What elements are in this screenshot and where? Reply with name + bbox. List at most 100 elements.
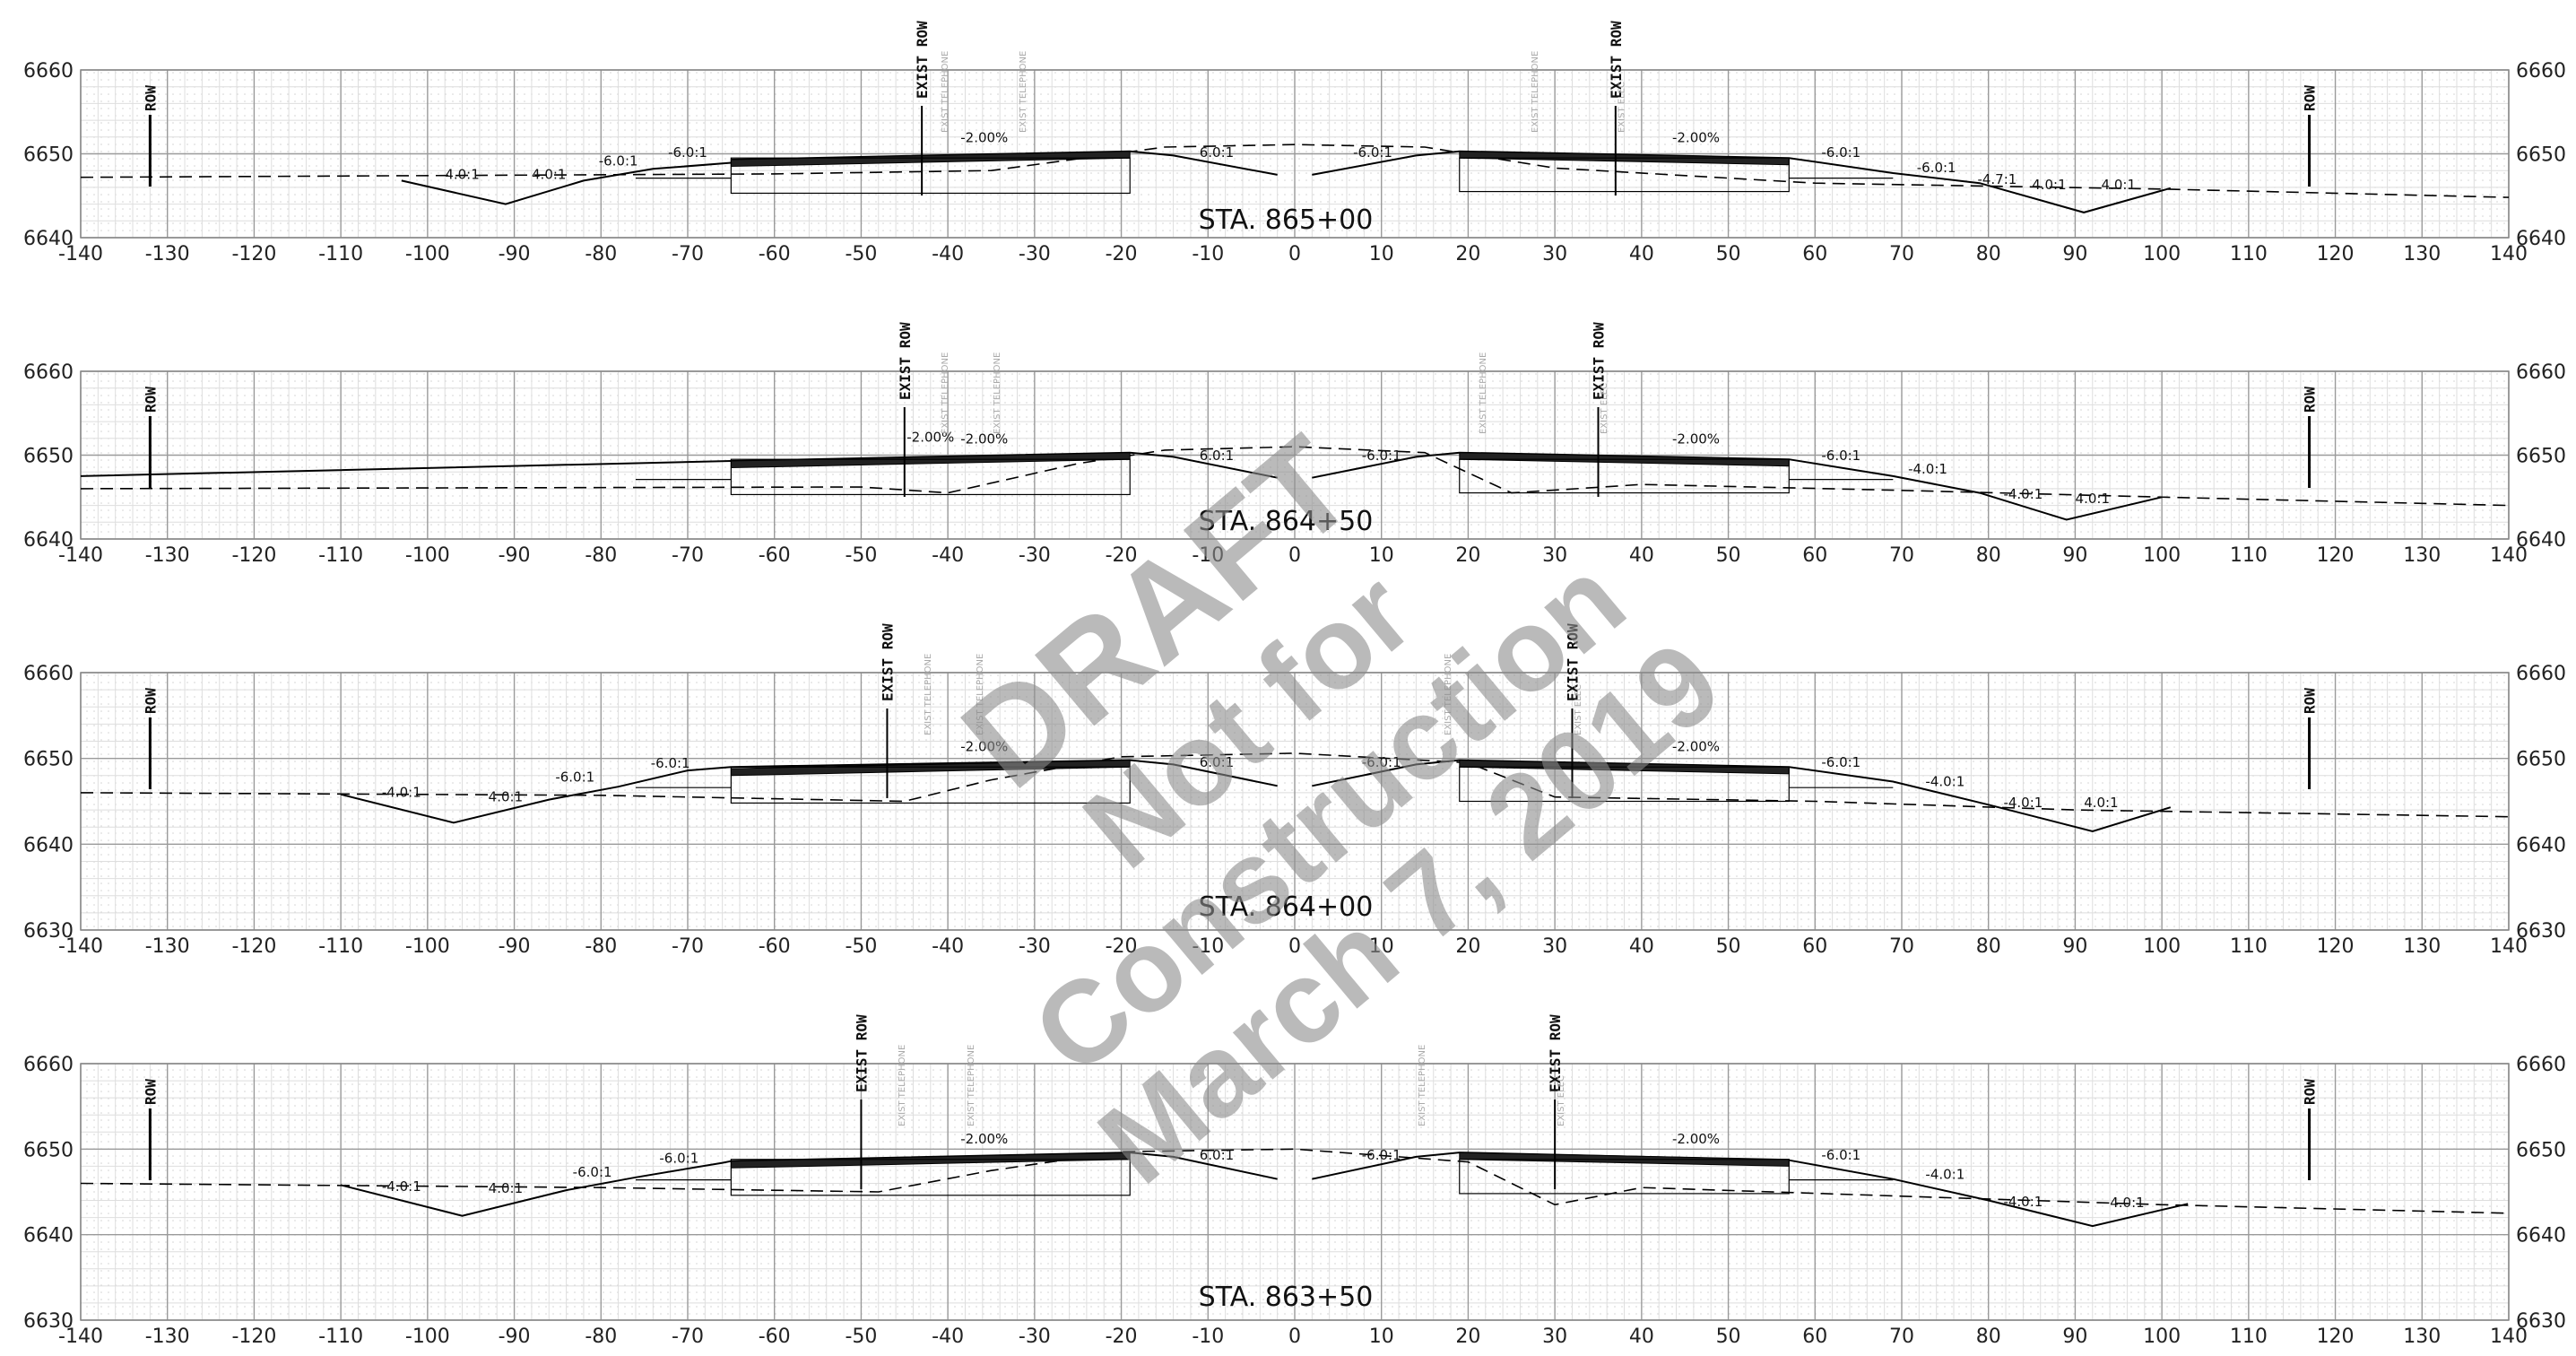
x-tick-label: -80 [585, 935, 617, 958]
x-tick-label: -70 [672, 1326, 704, 1348]
x-tick-label: -30 [1019, 544, 1051, 567]
slope-label: -4.0:1 [1925, 1167, 1965, 1183]
x-tick-label: 120 [2317, 935, 2355, 958]
x-tick-label: 120 [2317, 544, 2355, 567]
slope-label: -4.0:1 [382, 1178, 421, 1195]
slope-label: 6.0:1 [1200, 754, 1234, 770]
x-tick-label: -110 [318, 544, 363, 567]
cross-section-panels: -140-130-120-110-100-90-80-70-60-50-40-3… [23, 21, 2566, 1348]
cross-slope-label: -2.00% [960, 130, 1008, 146]
x-tick-label: 90 [2062, 1326, 2087, 1348]
y-tick-label-right: 6660 [2516, 663, 2566, 685]
x-tick-label: -110 [318, 243, 363, 265]
x-tick-label: -70 [672, 935, 704, 958]
x-tick-label: -10 [1192, 935, 1224, 958]
x-tick-label: 80 [1976, 243, 2001, 265]
slope-label: -6.0:1 [1917, 160, 1956, 176]
x-tick-label: 40 [1629, 935, 1654, 958]
x-tick-label: 70 [1889, 1326, 1914, 1348]
utility-label: EXIST TELEPHONE [1531, 51, 1540, 133]
x-tick-label: 110 [2230, 1326, 2268, 1348]
y-tick-label-right: 6660 [2516, 60, 2566, 83]
base-course [730, 1159, 1131, 1196]
x-tick-label: 40 [1629, 243, 1654, 265]
x-tick-label: -30 [1019, 243, 1051, 265]
x-tick-label: 50 [1716, 544, 1741, 567]
x-tick-label: -50 [845, 1326, 877, 1348]
panel-frame [80, 69, 2510, 239]
station-label: STA. 865+00 [1199, 204, 1374, 236]
section-panel-2: -140-130-120-110-100-90-80-70-60-50-40-3… [23, 322, 2566, 567]
x-tick-label: -30 [1019, 935, 1051, 958]
row-label: ROW [142, 1079, 159, 1105]
panel-frame [80, 1063, 2510, 1321]
x-tick-label: -60 [759, 935, 791, 958]
exist-row-label: EXIST ROW [914, 21, 931, 99]
x-tick-label: -90 [499, 243, 531, 265]
x-tick-label: 40 [1629, 1326, 1654, 1348]
x-tick-label: 10 [1369, 1326, 1394, 1348]
y-tick-label-right: 6660 [2516, 1054, 2566, 1076]
utility-label: EXIST ELEC [1557, 1075, 1566, 1126]
x-tick-label: 60 [1802, 935, 1827, 958]
y-tick-label-right: 6660 [2516, 361, 2566, 384]
slope-label: -6.0:1 [1353, 144, 1392, 161]
existing-ground-line [80, 446, 2510, 507]
x-tick-label: 20 [1455, 935, 1480, 958]
x-tick-label: -100 [405, 544, 450, 567]
cross-slope-label: -2.00% [960, 431, 1008, 448]
x-tick-label: -90 [499, 935, 531, 958]
x-tick-label: 0 [1288, 243, 1301, 265]
row-label: ROW [2302, 688, 2319, 714]
utility-label: EXIST TELEPHONE [976, 654, 985, 735]
x-tick-label: -40 [932, 544, 964, 567]
x-tick-label: -140 [58, 1326, 103, 1348]
slope-label: 4.0:1 [489, 789, 523, 805]
proposed-ground-right [1312, 150, 2172, 213]
x-tick-label: 130 [2403, 935, 2441, 958]
slope-label: -6.0:1 [1821, 144, 1860, 161]
y-tick-label-left: 6660 [23, 361, 74, 384]
x-tick-label: 30 [1542, 243, 1567, 265]
proposed-ground-left [340, 759, 1278, 824]
x-tick-label: -80 [585, 243, 617, 265]
x-tick-label: -130 [145, 243, 190, 265]
x-tick-label: -20 [1106, 1326, 1138, 1348]
cross-slope-label: -2.00% [1672, 739, 1720, 755]
y-tick-label-right: 6630 [2516, 1310, 2566, 1333]
cross-slope-label: -2.00% [1672, 1131, 1720, 1147]
x-tick-label: 10 [1369, 243, 1394, 265]
exist-row-label: EXIST ROW [853, 1014, 870, 1092]
x-tick-label: -100 [405, 935, 450, 958]
slope-label: -6.0:1 [668, 144, 707, 161]
slope-label: -6.0:1 [659, 1151, 698, 1167]
slope-label: -4.0:1 [2003, 486, 2043, 502]
slope-label: 4.0:1 [2076, 491, 2110, 507]
x-tick-label: -120 [231, 935, 276, 958]
slope-label: 4.0:1 [2110, 1195, 2144, 1211]
y-tick-label-left: 6650 [23, 144, 74, 167]
y-tick-label-left: 6650 [23, 446, 74, 468]
x-tick-label: 50 [1716, 935, 1741, 958]
utility-label: EXIST TELEPHONE [898, 1045, 907, 1126]
y-tick-label-left: 6640 [23, 228, 74, 250]
x-tick-label: 140 [2490, 544, 2528, 567]
cross-slope-label: -2.00% [960, 739, 1008, 755]
utility-label: EXIST ELEC [1600, 383, 1609, 434]
x-tick-label: -130 [145, 935, 190, 958]
slope-label: -6.0:1 [555, 769, 594, 785]
station-label: STA. 864+50 [1199, 506, 1374, 537]
proposed-ground-right [1312, 451, 2163, 521]
x-tick-label: 10 [1369, 544, 1394, 567]
x-tick-label: -140 [58, 544, 103, 567]
y-tick-label-left: 6660 [23, 1054, 74, 1076]
base-course [1459, 766, 1790, 803]
utility-label: EXIST TELEPHONE [967, 1045, 976, 1126]
exist-row-label: EXIST ROW [1564, 623, 1581, 701]
panel-frame [80, 672, 2510, 931]
utility-label: EXIST TELEPHONE [941, 51, 950, 133]
slope-label: -4.0:1 [1925, 773, 1965, 789]
utility-label: EXIST ELEC [1618, 82, 1627, 133]
utility-label: EXIST TELEPHONE [1444, 654, 1453, 735]
base-course [730, 766, 1131, 804]
